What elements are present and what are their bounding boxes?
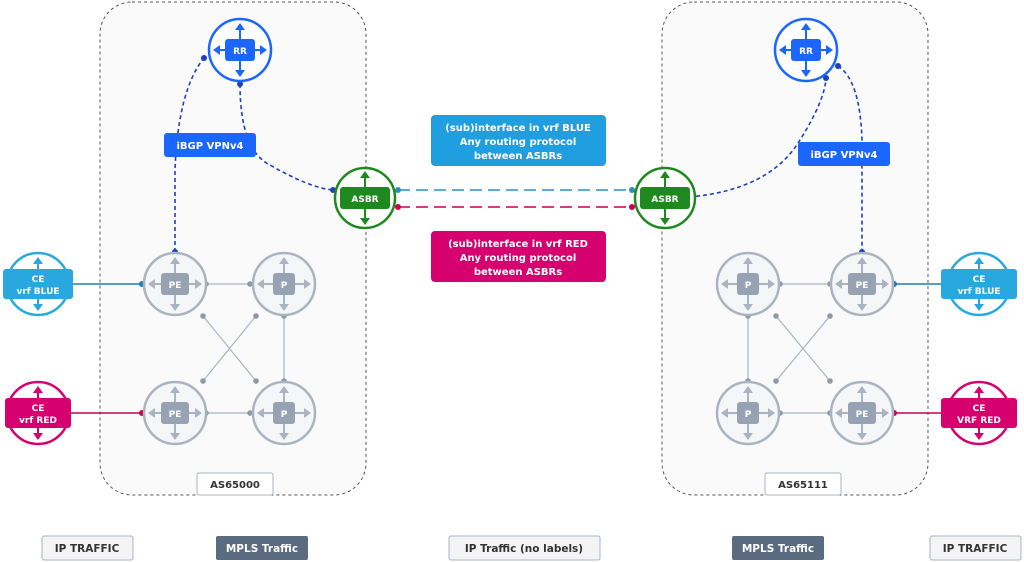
pe-right-top-router[interactable]: PE bbox=[829, 251, 895, 317]
ibgp-left-text: iBGP VPNv4 bbox=[177, 141, 244, 152]
vrf-red-note-line3: between ASBRs bbox=[474, 267, 562, 278]
as65000-boundary bbox=[99, 1, 367, 496]
pe-left-bottom-router[interactable]: PE bbox=[142, 380, 208, 446]
pe-right-top-label: PE bbox=[856, 281, 869, 291]
legend-mpls-left-text: MPLS Traffic bbox=[226, 543, 298, 555]
ibgp-right-text: iBGP VPNv4 bbox=[811, 150, 878, 161]
asbr-right-label: ASBR bbox=[651, 195, 678, 205]
p-left-bottom-label: P bbox=[281, 410, 288, 420]
legend-ip-left: IP TRAFFIC bbox=[41, 535, 134, 561]
p-right-top-router[interactable]: P bbox=[715, 251, 781, 317]
pe-left-top-router[interactable]: PE bbox=[142, 251, 208, 317]
legend-ip-left-text: IP TRAFFIC bbox=[55, 543, 120, 555]
vrf-red-note-line1: (sub)interface in vrf RED bbox=[448, 239, 588, 250]
ce-left-red-line2: vrf RED bbox=[19, 416, 57, 426]
rr-right-label: RR bbox=[799, 47, 813, 57]
ce-right-blue-router[interactable]: CE vrf BLUE bbox=[941, 251, 1017, 317]
ce-right-blue-line1: CE bbox=[973, 275, 986, 285]
pe-left-bottom-label: PE bbox=[169, 410, 182, 420]
ce-left-blue-line1: CE bbox=[32, 275, 45, 285]
legend-ip-right-text: IP TRAFFIC bbox=[943, 543, 1008, 555]
ce-left-blue-router[interactable]: CE vrf BLUE bbox=[3, 251, 73, 317]
rr-left-label: RR bbox=[233, 47, 247, 57]
ce-right-red-router[interactable]: CE VRF RED bbox=[941, 380, 1017, 446]
ibgp-left-badge: iBGP VPNv4 bbox=[164, 133, 256, 157]
ce-left-blue-line2: vrf BLUE bbox=[16, 287, 59, 297]
pe-right-bottom-router[interactable]: PE bbox=[829, 380, 895, 446]
rr-left-router[interactable]: RR bbox=[207, 17, 273, 83]
ce-right-red-line1: CE bbox=[973, 404, 986, 414]
as65000-label: AS65000 bbox=[196, 472, 274, 496]
vrf-blue-note-line2: Any routing protocol bbox=[460, 137, 577, 148]
vrf-red-note-line2: Any routing protocol bbox=[460, 253, 577, 264]
p-right-top-label: P bbox=[745, 281, 752, 291]
pe-right-bottom-label: PE bbox=[856, 410, 869, 420]
legend-ip-right: IP TRAFFIC bbox=[929, 535, 1022, 561]
ce-right-blue-line2: vrf BLUE bbox=[957, 287, 1000, 297]
ce-left-red-line1: CE bbox=[32, 404, 45, 414]
as65000-text: AS65000 bbox=[210, 480, 260, 491]
ibgp-sessions bbox=[174, 57, 863, 252]
legend-mpls-left: MPLS Traffic bbox=[216, 536, 308, 560]
ce-right-red-line2: VRF RED bbox=[957, 416, 1001, 426]
legend-mpls-right: MPLS Traffic bbox=[732, 536, 824, 560]
ibgp-right-badge: iBGP VPNv4 bbox=[798, 142, 890, 166]
legend-ip-middle: IP Traffic (no labels) bbox=[448, 535, 601, 561]
as65111-label: AS65111 bbox=[764, 472, 842, 496]
left-mpls-links bbox=[202, 283, 285, 414]
p-left-top-router[interactable]: P bbox=[251, 251, 317, 317]
vrf-red-note: (sub)interface in vrf RED Any routing pr… bbox=[431, 231, 606, 282]
pe-left-top-label: PE bbox=[169, 281, 182, 291]
ce-left-red-router[interactable]: CE vrf RED bbox=[5, 380, 71, 446]
legend-ip-middle-text: IP Traffic (no labels) bbox=[465, 543, 583, 555]
p-left-top-label: P bbox=[281, 281, 288, 291]
p-left-bottom-router[interactable]: P bbox=[251, 380, 317, 446]
right-mpls-links bbox=[747, 283, 831, 414]
as65111-text: AS65111 bbox=[778, 480, 828, 491]
p-right-bottom-router[interactable]: P bbox=[715, 380, 781, 446]
legend-mpls-right-text: MPLS Traffic bbox=[742, 543, 814, 555]
asbr-left-label: ASBR bbox=[351, 195, 378, 205]
rr-right-router[interactable]: RR bbox=[773, 17, 839, 83]
asbr-right-router[interactable]: ASBR bbox=[633, 166, 697, 230]
vrf-blue-note-line3: between ASBRs bbox=[474, 151, 562, 162]
vrf-blue-note: (sub)interface in vrf BLUE Any routing p… bbox=[431, 115, 606, 166]
vrf-blue-note-line1: (sub)interface in vrf BLUE bbox=[445, 123, 591, 134]
p-right-bottom-label: P bbox=[745, 410, 752, 420]
asbr-left-router[interactable]: ASBR bbox=[333, 166, 397, 230]
